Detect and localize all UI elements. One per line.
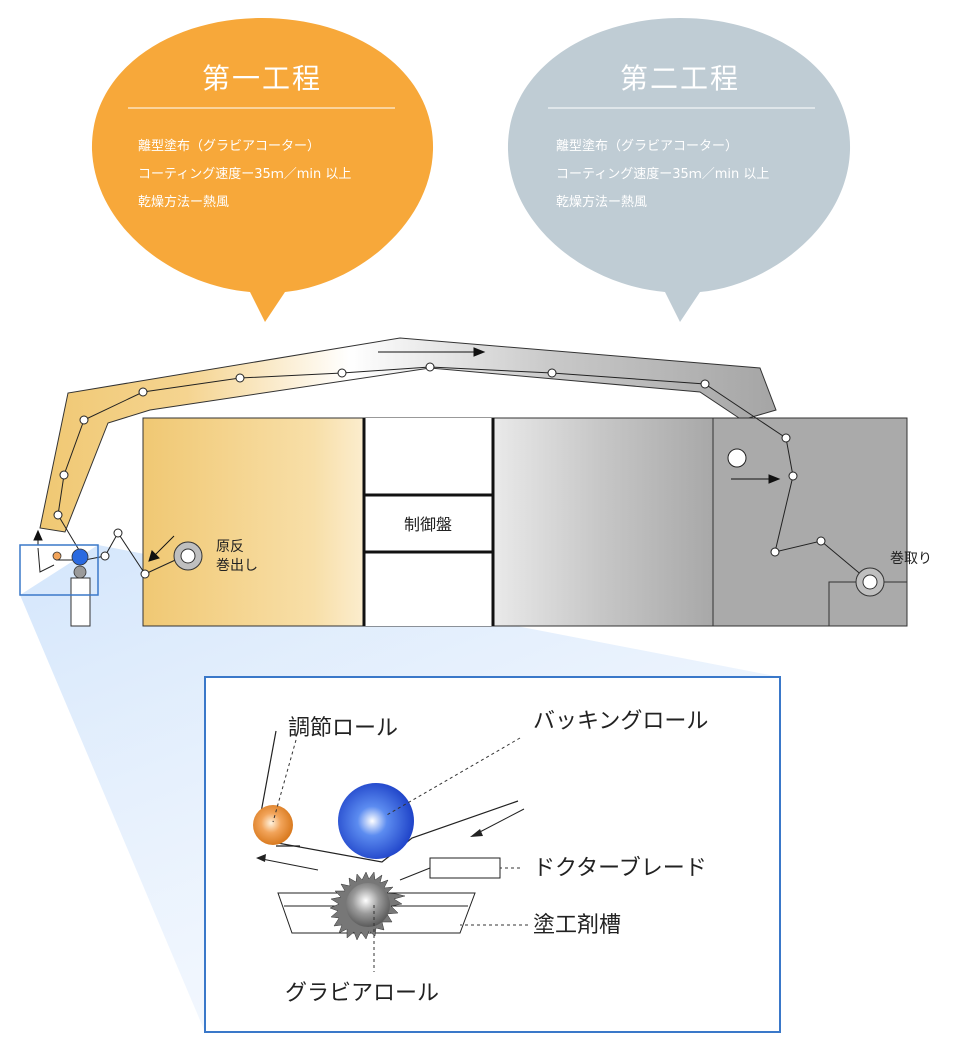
stage1-line-1: 離型塗布（グラビアコーター） <box>138 138 320 154</box>
control-panel: 制御盤 <box>362 418 495 626</box>
detail-panel: 調節ロール バッキングロール ドクターブレード 塗工剤槽 グラビアロール <box>204 676 781 1033</box>
unwind-roll-core <box>180 548 196 564</box>
arrow-exit-head <box>33 529 43 541</box>
arrow-second-head <box>768 474 781 484</box>
guide-roller <box>59 470 69 480</box>
detail-arrow-in <box>475 808 525 835</box>
zoom-selection-box <box>19 544 99 596</box>
doctor-blade-label: ドクターブレード <box>533 856 707 881</box>
web-path-exit <box>37 547 55 573</box>
guide-roller <box>138 387 148 397</box>
guide-roller <box>53 510 63 520</box>
gravure-roll <box>346 883 390 927</box>
drying-duct <box>39 337 777 533</box>
doctor-blade <box>429 857 501 879</box>
coater-adjust-roll <box>52 551 62 561</box>
stage2-bubble-shape <box>507 18 851 322</box>
rewind-roll-core <box>862 574 878 590</box>
stage2-title: 第二工程 <box>620 62 740 95</box>
leader-lines <box>272 737 528 972</box>
web-path <box>57 366 871 583</box>
unwind-label-1: 原反 <box>216 539 244 555</box>
stage1-bubble: 第一工程 離型塗布（グラビアコーター） コーティング速度ー35ｍ／min 以上 … <box>91 18 434 322</box>
detail-arrow-out <box>261 858 319 871</box>
coater-backing-roll <box>71 548 89 566</box>
coater-unit <box>19 544 99 627</box>
guide-roller <box>727 448 747 468</box>
detail-arrow-out-head <box>256 854 266 862</box>
unwind-label-2: 巻出し <box>216 558 258 574</box>
doctor-blade-tip <box>399 867 431 881</box>
detail-film-path <box>259 730 519 863</box>
control-panel-frame <box>364 418 493 626</box>
coater-gravure-roll <box>73 565 87 579</box>
coating-tank-label: 塗工剤槽 <box>533 913 621 938</box>
coater-stand <box>70 577 91 627</box>
adjust-roll <box>253 805 293 845</box>
stage1-bubble-shape <box>91 18 434 322</box>
stage2-bubble: 第二工程 離型塗布（グラビアコーター） コーティング速度ー35ｍ／min 以上 … <box>507 18 851 322</box>
stage1-line-3: 乾燥方法ー熱風 <box>138 194 229 210</box>
leader-adjust-roll <box>272 739 297 823</box>
rewind-label: 巻取り <box>890 551 932 567</box>
arrow-unwind-head <box>148 550 160 562</box>
leader-backing-roll <box>384 737 521 817</box>
guide-roller <box>100 551 110 561</box>
direction-arrows <box>33 347 781 562</box>
stage2-line-2: コーティング速度ー35ｍ／min 以上 <box>556 166 769 182</box>
guide-roller <box>425 362 435 372</box>
unwind-roll: 原反 巻出し <box>173 539 258 574</box>
arrow-unwind <box>153 535 175 557</box>
gravure-roll-label: グラビアロール <box>285 981 439 1006</box>
guide-roller <box>235 373 245 383</box>
stage2-line-1: 離型塗布（グラビアコーター） <box>556 138 738 154</box>
detail-panel-frame <box>204 676 781 1033</box>
backing-roll-label: バッキングロール <box>533 709 708 734</box>
guide-roller <box>337 368 347 378</box>
guide-roller <box>816 536 826 546</box>
guide-roller <box>113 528 123 538</box>
guide-roller <box>547 368 557 378</box>
guide-roller <box>140 569 150 579</box>
backing-roll <box>338 783 414 859</box>
stage1-title: 第一工程 <box>202 62 322 95</box>
guide-roller <box>770 547 780 557</box>
guide-roller <box>79 415 89 425</box>
adjust-roll-label: 調節ロール <box>288 716 398 741</box>
arrow-duct-head <box>473 347 486 357</box>
guide-roller <box>781 433 791 443</box>
rewind-roll: 巻取り <box>855 551 932 597</box>
detail-arrow-in-head <box>470 829 483 837</box>
stage2-line-3: 乾燥方法ー熱風 <box>556 194 647 210</box>
guide-rollers <box>53 362 826 579</box>
guide-roller <box>788 471 798 481</box>
control-panel-label: 制御盤 <box>404 515 452 534</box>
guide-roller <box>700 379 710 389</box>
stage1-line-2: コーティング速度ー35ｍ／min 以上 <box>138 166 351 182</box>
